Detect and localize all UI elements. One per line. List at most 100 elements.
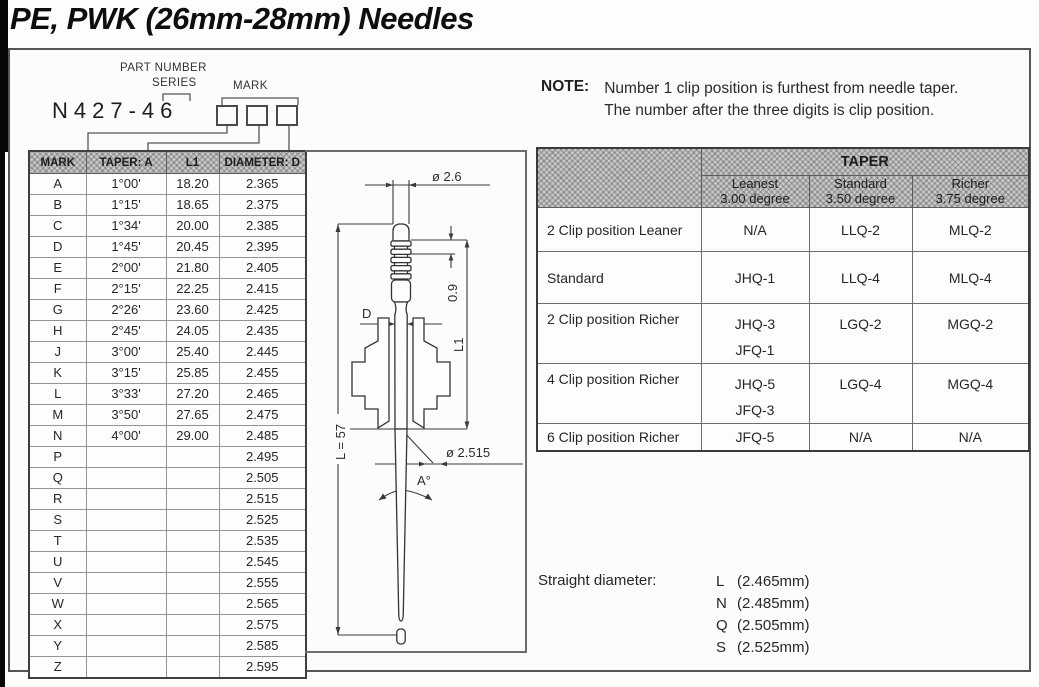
taper-title-row: TAPER xyxy=(536,147,1030,208)
scan-edge-top xyxy=(0,0,8,152)
spec-cell: N xyxy=(28,425,87,447)
taper-cell-line: MGQ-4 xyxy=(947,376,994,392)
spec-cell: 29.00 xyxy=(165,425,220,447)
spec-cell: Y xyxy=(28,635,87,657)
spec-cell: 2.405 xyxy=(218,257,307,279)
spec-cell: G xyxy=(28,299,87,321)
col-name: Standard xyxy=(834,176,887,191)
groove-extension-lines xyxy=(408,239,467,255)
item-value: (2.485mm) xyxy=(737,595,810,612)
spec-cell: P xyxy=(28,446,87,468)
spec-cell xyxy=(165,656,220,679)
spec-header-mark: MARK xyxy=(28,150,87,174)
spec-cell: 18.20 xyxy=(165,173,220,195)
dim-d-label: D xyxy=(362,306,371,321)
taper-cell: JFQ-5 xyxy=(700,423,810,452)
spec-cell: 2.465 xyxy=(218,383,307,405)
spec-cell xyxy=(165,635,220,657)
dim-angle-label: A° xyxy=(417,473,431,488)
needle-shaft xyxy=(393,301,409,430)
spec-cell: W xyxy=(28,593,87,615)
spec-cell xyxy=(85,488,167,510)
spec-cell: R xyxy=(28,488,87,510)
spec-cell: A xyxy=(28,173,87,195)
taper-row-label: 2 Clip position Leaner xyxy=(536,207,702,252)
top-extension-lines xyxy=(392,180,410,224)
spec-cell: 1°45' xyxy=(85,236,167,258)
spec-cell: 20.45 xyxy=(165,236,220,258)
spec-cell: B xyxy=(28,194,87,216)
spec-header-row: MARK TAPER: A L1 DIAMETER: D xyxy=(28,150,307,174)
spec-cell: 2.555 xyxy=(218,572,307,594)
taper-cell-line: N/A xyxy=(743,221,767,238)
needle-ridge xyxy=(390,256,412,264)
spec-cell xyxy=(165,593,220,615)
spec-row: V 2.555 xyxy=(28,572,307,594)
spec-cell: Q xyxy=(28,467,87,489)
taper-cell-line: MGQ-2 xyxy=(947,316,994,332)
col-name: Richer xyxy=(951,176,990,191)
item-mark: Q xyxy=(716,617,728,634)
dim-tip-diameter-label: ø 2.515 xyxy=(446,445,490,460)
spec-cell: 2.375 xyxy=(218,194,307,216)
part-number-value: N427-46 xyxy=(52,98,179,123)
needle-holder-right xyxy=(412,317,451,430)
spec-cell: 2°45' xyxy=(85,320,167,342)
part-number-connectors xyxy=(87,93,299,151)
spec-cell: 2.545 xyxy=(218,551,307,573)
spec-cell: 27.20 xyxy=(165,383,220,405)
spec-cell: V xyxy=(28,572,87,594)
col-degree: 3.75 degree xyxy=(935,190,1005,206)
note-line-2: The number after the three digits is cli… xyxy=(604,101,935,119)
spec-cell: 2.575 xyxy=(218,614,307,636)
item-mark: S xyxy=(716,639,727,656)
taper-cell: N/A xyxy=(808,423,913,452)
spec-cell xyxy=(165,488,220,510)
needle-holder-left xyxy=(351,317,390,430)
spec-cell: T xyxy=(28,530,87,552)
spec-cell: 2.475 xyxy=(218,404,307,426)
mark-box-2 xyxy=(246,105,268,126)
needle-ridge xyxy=(390,273,412,280)
spec-cell: 2°15' xyxy=(85,278,167,300)
dim-length-label: L = 57 xyxy=(333,424,348,460)
length-extension-lines xyxy=(338,223,401,636)
needle-ridge xyxy=(390,264,412,272)
taper-subheader-row: Leanest 3.00 degree Standard 3.50 degree… xyxy=(537,175,1030,208)
taper-row-label: Standard xyxy=(536,251,702,304)
spec-header-taper: TAPER: A xyxy=(85,150,167,174)
straight-diameter-item: Q(2.505mm) xyxy=(716,615,810,637)
dimension-arrowheads xyxy=(335,182,470,635)
taper-cell: N/A xyxy=(911,423,1030,452)
spec-cell: 2.395 xyxy=(218,236,307,258)
spec-cell xyxy=(165,446,220,468)
note-text: Number 1 clip position is furthest from … xyxy=(604,78,958,121)
taper-cell-line: MLQ-4 xyxy=(948,269,992,286)
taper-cell: MLQ-4 xyxy=(911,251,1030,304)
spec-cell: Z xyxy=(28,656,87,679)
spec-cell xyxy=(85,656,167,679)
taper-row-label: 4 Clip position Richer xyxy=(536,363,702,424)
taper-cell: LLQ-2 xyxy=(808,207,913,252)
taper-corner-cell xyxy=(536,147,702,208)
spec-cell: 1°00' xyxy=(85,173,167,195)
dim-top-diameter-label: ø 2.6 xyxy=(432,169,462,184)
spec-cell xyxy=(85,635,167,657)
item-mark: N xyxy=(716,595,727,612)
taper-cell-line: LLQ-2 xyxy=(841,221,880,238)
spec-cell: J xyxy=(28,341,87,363)
needle-ridge xyxy=(390,248,412,256)
spec-cell: 1°34' xyxy=(85,215,167,237)
spec-cell xyxy=(85,467,167,489)
